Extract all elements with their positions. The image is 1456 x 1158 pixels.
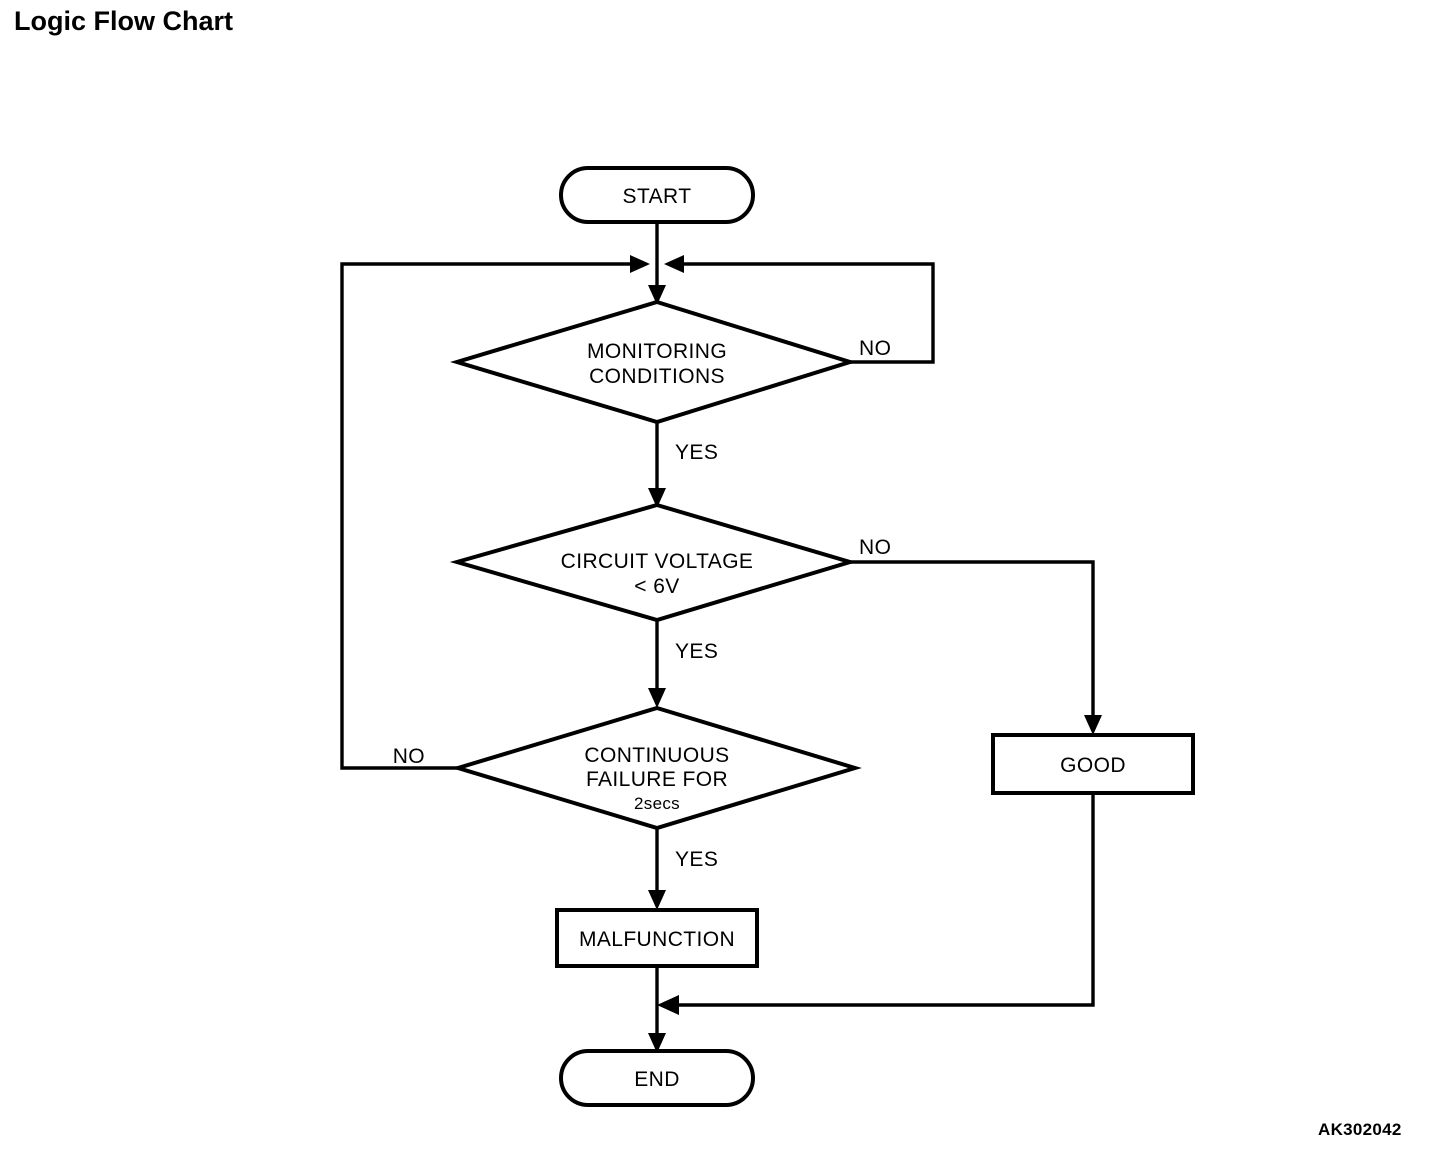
- edge-label-monitoring-yes: YES: [675, 441, 718, 464]
- continuous-shape: [451, 705, 862, 831]
- arrowhead-monitoring-yes: [648, 488, 666, 508]
- good-label: GOOD: [1060, 754, 1126, 777]
- continuous-label-line2: FAILURE FOR: [586, 768, 728, 791]
- arrowhead-voltage-yes: [648, 688, 666, 708]
- monitoring-label-line1: MONITORING: [587, 340, 727, 363]
- node-malfunction[interactable]: MALFUNCTION: [555, 908, 759, 968]
- start-label: START: [623, 185, 692, 208]
- voltage-label-line1: CIRCUIT VOLTAGE: [561, 550, 754, 573]
- start-shape: [559, 166, 755, 224]
- edge-label-voltage-no: NO: [859, 536, 891, 559]
- monitoring-shape: [450, 299, 857, 425]
- edge-label-monitoring-no: NO: [859, 337, 891, 360]
- malfunction-shape: [555, 908, 759, 968]
- arrowhead-voltage-no-to-good: [1084, 715, 1102, 735]
- arrowhead-malfunction-to-end: [648, 1033, 666, 1053]
- node-continuous-failure[interactable]: CONTINUOUS FAILURE FOR 2secs: [451, 705, 862, 831]
- voltage-label-line2: < 6V: [634, 575, 679, 598]
- monitoring-label-line2: CONDITIONS: [589, 365, 725, 388]
- node-monitoring-conditions[interactable]: MONITORING CONDITIONS: [450, 299, 857, 425]
- edge-continuous-no-loop: [340, 262, 642, 770]
- continuous-label-line3: 2secs: [634, 794, 680, 813]
- good-shape: [991, 733, 1195, 795]
- edge-monitoring-no-loop: [672, 262, 935, 364]
- end-shape: [559, 1049, 755, 1107]
- edge-voltage-no-to-good: [850, 560, 1095, 727]
- edge-label-voltage-yes: YES: [675, 640, 718, 663]
- edge-label-continuous-yes: YES: [675, 848, 718, 871]
- node-circuit-voltage[interactable]: CIRCUIT VOLTAGE < 6V: [449, 502, 858, 623]
- voltage-shape: [449, 502, 858, 623]
- edge-label-continuous-no: NO: [393, 745, 425, 768]
- edge-good-to-end: [672, 793, 1095, 1007]
- arrowhead-monitoring-no-into-junction: [664, 255, 684, 273]
- arrowhead-good-merge: [657, 995, 679, 1015]
- node-good[interactable]: GOOD: [991, 733, 1195, 795]
- arrowhead-continuous-yes: [648, 890, 666, 910]
- node-end[interactable]: END: [559, 1049, 755, 1107]
- end-label: END: [634, 1068, 680, 1091]
- reference-code: AK302042: [1318, 1120, 1402, 1139]
- malfunction-label: MALFUNCTION: [579, 928, 735, 951]
- arrowhead-junction-to-monitoring: [648, 285, 666, 305]
- arrowhead-continuous-no-into-junction: [630, 255, 650, 273]
- continuous-label-line1: CONTINUOUS: [584, 744, 729, 767]
- page-title: Logic Flow Chart: [14, 6, 233, 36]
- node-start[interactable]: START: [559, 166, 755, 224]
